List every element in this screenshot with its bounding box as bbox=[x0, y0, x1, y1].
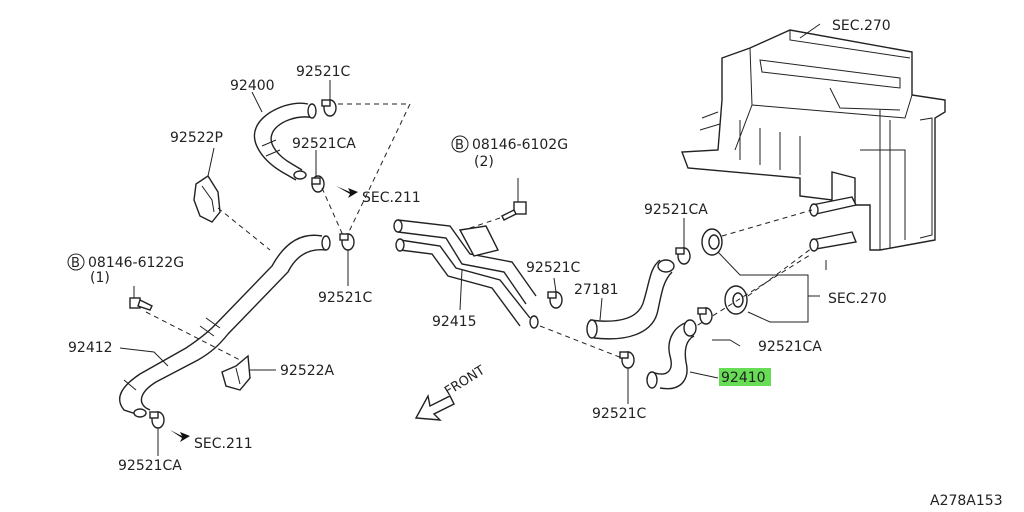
label-sec270-right: SEC.270 bbox=[828, 291, 887, 307]
label-bolt-upper-qty: (2) bbox=[474, 154, 494, 170]
arrow-sec211-lower bbox=[170, 430, 190, 442]
bolt-symbol-upper bbox=[451, 135, 469, 153]
front-arrow bbox=[414, 393, 455, 421]
label-92410: 92410 bbox=[721, 370, 766, 386]
label-bolt-left: 08146-6122G bbox=[88, 255, 184, 271]
grommet-upper bbox=[701, 228, 723, 256]
label-92521c-bottom: 92521C bbox=[592, 406, 647, 422]
label-front: FRONT bbox=[442, 363, 488, 399]
clamp-92521c-left bbox=[339, 233, 355, 251]
hose-27181 bbox=[586, 259, 675, 340]
clamp-92521ca-upper bbox=[311, 175, 325, 193]
clamp-92521ca-mid bbox=[675, 247, 691, 265]
bracket-92522p bbox=[193, 175, 221, 223]
label-92521c-top: 92521C bbox=[296, 64, 351, 80]
bolt-left bbox=[129, 297, 153, 311]
clamp-92521c-top bbox=[321, 99, 337, 117]
heater-unit bbox=[681, 29, 946, 270]
clamp-92521ca-bottom bbox=[149, 411, 165, 429]
label-sec270-top: SEC.270 bbox=[832, 18, 891, 34]
clamp-92521c-center bbox=[547, 291, 563, 309]
label-92521ca-mid: 92521CA bbox=[644, 202, 708, 218]
clamp-92521ca-right bbox=[697, 307, 713, 325]
bolt-symbol-left bbox=[67, 253, 85, 271]
label-92521c-left: 92521C bbox=[318, 290, 373, 306]
label-92521ca-upper: 92521CA bbox=[292, 136, 356, 152]
hose-92412 bbox=[119, 234, 331, 418]
label-92522a: 92522A bbox=[280, 363, 335, 379]
label-sec211-upper: SEC.211 bbox=[362, 190, 421, 206]
arrow-sec211-upper bbox=[336, 186, 358, 198]
label-92521ca-right: 92521CA bbox=[758, 339, 822, 355]
bolt-symbol-upper-text: B bbox=[455, 138, 464, 153]
highlight-92410 bbox=[719, 368, 771, 386]
label-sec211-lower: SEC.211 bbox=[194, 436, 253, 452]
hose-92400 bbox=[253, 102, 317, 181]
label-92415: 92415 bbox=[432, 314, 477, 330]
label-92400: 92400 bbox=[230, 78, 275, 94]
label-92521ca-bottom: 92521CA bbox=[118, 458, 182, 474]
bolt-upper bbox=[501, 201, 527, 221]
label-bolt-upper: 08146-6102G bbox=[472, 137, 568, 153]
bracket-92522a bbox=[221, 354, 251, 391]
bolt-symbol-left-text: B bbox=[71, 256, 80, 271]
label-27181: 27181 bbox=[574, 282, 619, 298]
label-92412: 92412 bbox=[68, 340, 113, 356]
clamp-92521c-bottom bbox=[619, 351, 635, 369]
figure-code: A278A153 bbox=[930, 493, 1003, 509]
pipe-92415 bbox=[393, 219, 537, 327]
hose-92410 bbox=[646, 319, 697, 390]
label-bolt-left-qty: (1) bbox=[90, 270, 110, 286]
label-92522p: 92522P bbox=[170, 130, 223, 146]
grommet-lower bbox=[724, 285, 748, 315]
label-92521c-center: 92521C bbox=[526, 260, 581, 276]
